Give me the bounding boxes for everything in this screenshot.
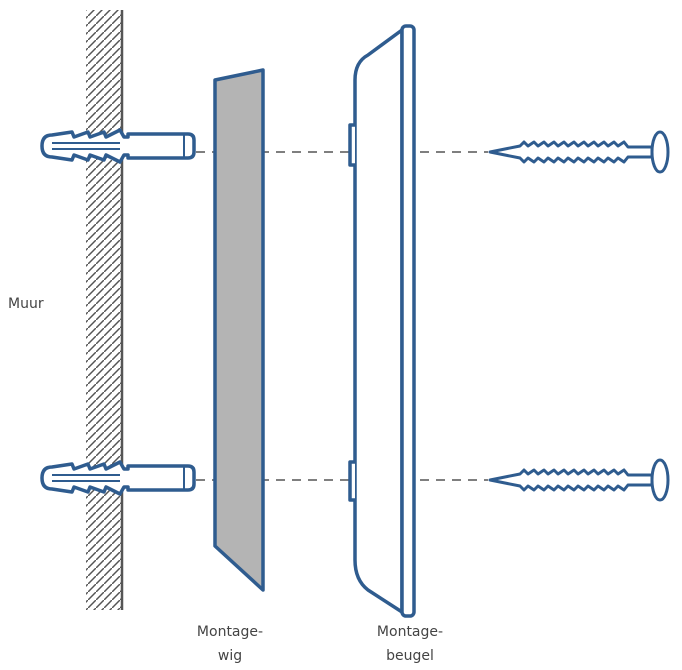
mounting-wedge-label-line1: Montage-: [196, 624, 264, 640]
wall-label: Muur: [8, 296, 44, 312]
mounting-bracket-label: Montage- beugel: [355, 620, 465, 668]
wall-hatching: [86, 10, 122, 610]
screw-icon: [488, 130, 670, 174]
wall-plug-icon: [40, 128, 196, 164]
mounting-bracket-label-line1: Montage-: [376, 624, 444, 640]
mounting-wedge-label: Montage- wig: [175, 620, 285, 668]
mounting-wedge: [213, 68, 265, 592]
wall: [86, 10, 124, 610]
mounting-bracket: [348, 24, 416, 618]
wall-plug-icon: [40, 460, 196, 496]
screw-icon: [488, 458, 670, 502]
mounting-wedge-label-line2: wig: [217, 648, 243, 664]
mounting-bracket-label-line2: beugel: [386, 648, 434, 664]
